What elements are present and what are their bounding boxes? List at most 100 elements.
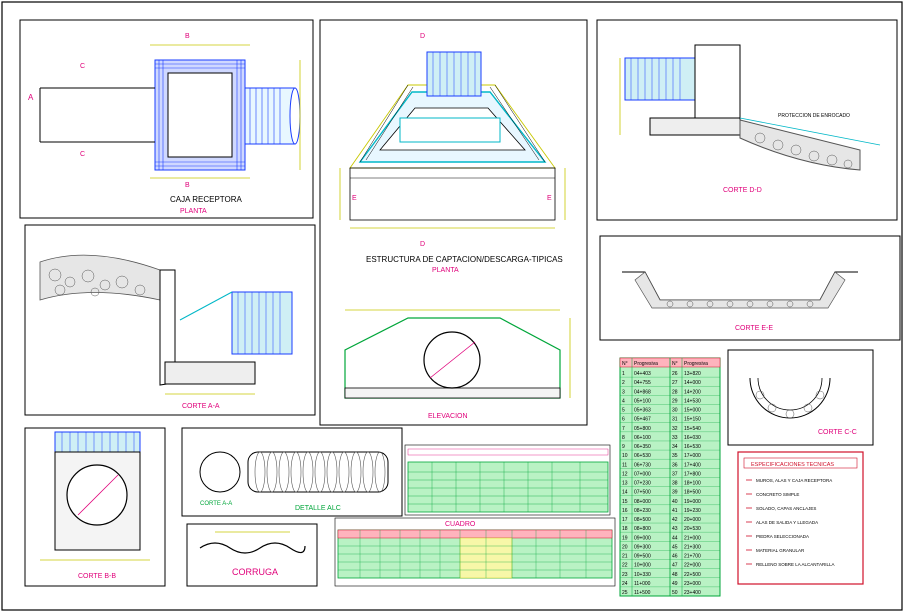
progresivas-cell: 50	[672, 590, 678, 596]
cut-marker-e-left: E	[352, 195, 357, 202]
progresivas-cell: 05+363	[634, 408, 651, 414]
progresivas-cell: 38	[672, 481, 678, 487]
progresivas-cell: 08+000	[634, 499, 651, 505]
panel-corte-cc: CORTE C-C	[727, 349, 874, 446]
progresivas-cell: 13+820	[684, 371, 701, 377]
progresivas-cell: 21+700	[684, 554, 701, 560]
progresivas-cell: 07+230	[634, 481, 651, 487]
proteccion-label: PROTECCION DE ENROCADO	[778, 113, 850, 119]
progresivas-cell: 14+200	[684, 389, 701, 395]
progresivas-cell: 19	[622, 535, 628, 541]
progresivas-cell: 10	[622, 453, 628, 459]
progresivas-cell: 4	[622, 398, 625, 404]
progresivas-cell: 32	[672, 426, 678, 432]
corte-ee-title: CORTE E-E	[735, 325, 773, 332]
progresivas-cell: 28	[672, 389, 678, 395]
progresivas-cell: 14+000	[684, 380, 701, 386]
progresivas-cell: 21+300	[684, 544, 701, 550]
especificacion-item: CONCRETO SIMPLE	[756, 492, 799, 497]
progresivas-cell: 41	[672, 508, 678, 514]
progresivas-cell: 18+100	[684, 481, 701, 487]
progresivas-cell: 36	[672, 462, 678, 468]
progresivas-cell: 08+230	[634, 508, 651, 514]
panel-corruga: CORRUGA	[186, 523, 318, 587]
progresivas-cell: 19+230	[684, 508, 701, 514]
progresivas-cell: 34	[672, 444, 678, 450]
progresivas-cell: 09+500	[634, 554, 651, 560]
panel-corte-dd: PROTECCION DE ENROCADO CORTE D-D	[596, 19, 898, 221]
caja-receptora-title: CAJA RECEPTORA	[170, 195, 243, 204]
progresivas-cell: 15+540	[684, 426, 701, 432]
progresivas-cell: 7	[622, 426, 625, 432]
progresivas-cell: 22+500	[684, 572, 701, 578]
progresivas-cell: 6	[622, 417, 625, 423]
progresivas-cell: 46	[672, 554, 678, 560]
progresivas-cell: 04+403	[634, 371, 651, 377]
panel-caja-receptora: A C C B B CAJA RECEPTORA PLANTA	[19, 19, 314, 219]
progresivas-cell: 06+530	[634, 453, 651, 459]
progresivas-cell: 17+800	[684, 471, 701, 477]
progresivas-cell: 9	[622, 444, 625, 450]
especificacion-item: PIEDRA SELECCIONADA	[756, 534, 809, 539]
progresivas-cell: 16+530	[684, 444, 701, 450]
especificacion-item: MUROS, ALAS Y CAJA RECEPTORA	[756, 478, 832, 483]
progresivas-cell: 20+000	[684, 517, 701, 523]
panel-corte-bb: CORTE B-B	[24, 427, 166, 587]
progresivas-cell: 14	[622, 490, 628, 496]
progresivas-cell: 14+530	[684, 398, 701, 404]
cut-marker-d-top: D	[420, 33, 425, 40]
progresivas-cell: 23+000	[684, 581, 701, 587]
detalle-title: DETALLE ALC	[295, 505, 341, 512]
corte-dd-title: CORTE D-D	[723, 187, 762, 194]
progresivas-cell: 09+000	[634, 535, 651, 541]
panel-corte-aa: CORTE A-A	[24, 224, 316, 416]
progresivas-cell: 21+000	[684, 535, 701, 541]
progresivas-cell: 08+800	[634, 526, 651, 532]
progresivas-cell: 04+868	[634, 389, 651, 395]
panel-tabla-pesos	[404, 444, 611, 516]
cut-marker-c-bottom: C	[80, 151, 85, 158]
caja-planta-title: PLANTA	[180, 208, 207, 215]
progresivas-cell: 49	[672, 581, 678, 587]
progresivas-cell: 18+500	[684, 490, 701, 496]
panel-cuadro: CUADRO	[334, 517, 616, 587]
progresivas-cell: 18	[622, 526, 628, 532]
progresivas-cell: 22+000	[684, 563, 701, 569]
cuadro-title: CUADRO	[445, 521, 476, 528]
especificacion-item: RELLENO SOBRE LA ALCANTARILLA	[756, 562, 834, 567]
elevacion-title: ELEVACION	[428, 413, 468, 420]
progresivas-cell: 27	[672, 380, 678, 386]
progresivas-cell: 06+350	[634, 444, 651, 450]
progresivas-cell: 13	[622, 481, 628, 487]
progresivas-cell: 3	[622, 389, 625, 395]
progresivas-header-cell: Progresiva	[684, 361, 708, 367]
progresivas-cell: 15	[622, 499, 628, 505]
progresivas-cell: 25	[622, 590, 628, 596]
progresivas-cell: 15+150	[684, 417, 701, 423]
progresivas-cell: 11+000	[634, 581, 651, 587]
corte-aa-title: CORTE A-A	[182, 403, 220, 410]
progresivas-cell: 11	[622, 462, 627, 468]
especificaciones-title: ESPECIFICACIONES TECNICAS	[751, 462, 834, 468]
progresivas-cell: 23	[622, 572, 628, 578]
progresivas-cell: 42	[672, 517, 678, 523]
progresivas-cell: 20	[622, 544, 628, 550]
progresivas-cell: 20+530	[684, 526, 701, 532]
progresivas-cell: 16+030	[684, 435, 701, 441]
progresivas-cell: 44	[672, 535, 678, 541]
progresivas-cell: 21	[622, 554, 628, 560]
cut-marker-a-left: A	[28, 93, 34, 102]
progresivas-cell: 8	[622, 435, 625, 441]
progresivas-cell: 05+100	[634, 398, 651, 404]
progresivas-cell: 17+000	[684, 453, 701, 459]
progresivas-cell: 17+400	[684, 462, 701, 468]
corte-cc-title: CORTE C-C	[818, 429, 857, 436]
progresivas-cell: 22	[622, 563, 628, 569]
progresivas-cell: 29	[672, 398, 678, 404]
especificaciones-list: MUROS, ALAS Y CAJA RECEPTORA CONCRETO SIM…	[746, 478, 834, 567]
progresivas-cell: 24	[622, 581, 628, 587]
progresivas-cell: 09+300	[634, 544, 651, 550]
